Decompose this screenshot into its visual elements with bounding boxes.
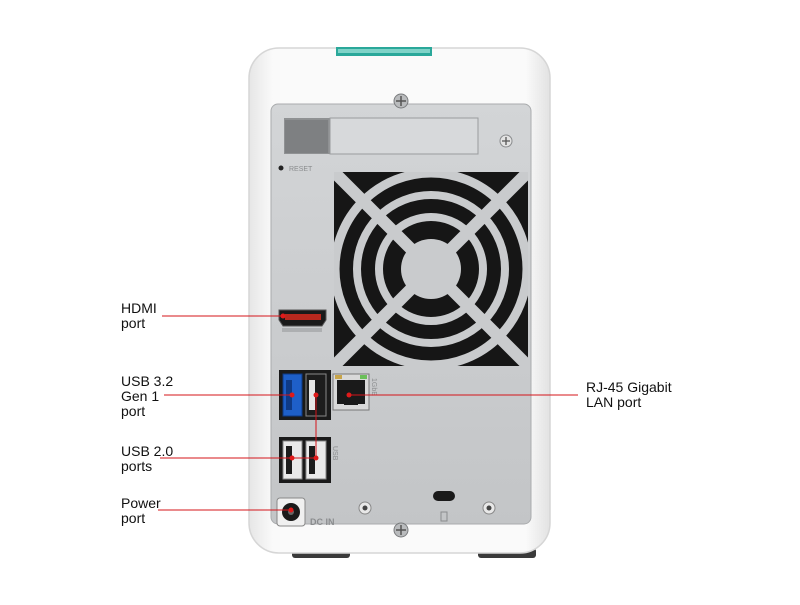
reset-mark: RESET <box>289 166 313 173</box>
lan-port-label: RJ-45 Gigabit LAN port <box>586 380 672 410</box>
power-port-label: Power port <box>121 496 161 526</box>
callout-lines <box>158 315 578 511</box>
lan-label-line: LAN port <box>586 394 642 410</box>
hdmi-label-line: HDMI <box>121 300 157 316</box>
lan-label-line: RJ-45 Gigabit <box>586 379 672 395</box>
reset-pinhole[interactable] <box>278 165 284 171</box>
screw-icon <box>499 134 513 148</box>
hdmi-port[interactable] <box>278 309 327 332</box>
callout-dots <box>280 313 352 513</box>
usb20-label-line: ports <box>121 458 153 474</box>
power-label-line: Power <box>121 495 161 511</box>
power-label-line: port <box>121 510 146 526</box>
usb-lower-mark: USB <box>331 446 338 461</box>
usb32-label-line: USB 3.2 <box>121 373 174 389</box>
lan-port[interactable] <box>332 373 370 411</box>
dc-in-mark: DC IN <box>310 517 335 527</box>
screw-icon <box>393 522 409 538</box>
usb32-label-line: port <box>121 403 146 419</box>
usb32-label-line: Gen 1 <box>121 388 160 404</box>
kensington-lock-slot[interactable] <box>433 491 455 522</box>
usb20-port-label: USB 2.0 ports <box>121 444 173 474</box>
hdmi-label-line: port <box>121 315 146 331</box>
usb20-label-line: USB 2.0 <box>121 443 174 459</box>
lan-mark: 1GbE <box>370 378 377 396</box>
screw-icon <box>393 93 409 109</box>
usb32-port-label: USB 3.2 Gen 1 port <box>121 374 173 419</box>
fan-grille <box>334 172 528 366</box>
hdmi-port-label: HDMI port <box>121 301 157 331</box>
